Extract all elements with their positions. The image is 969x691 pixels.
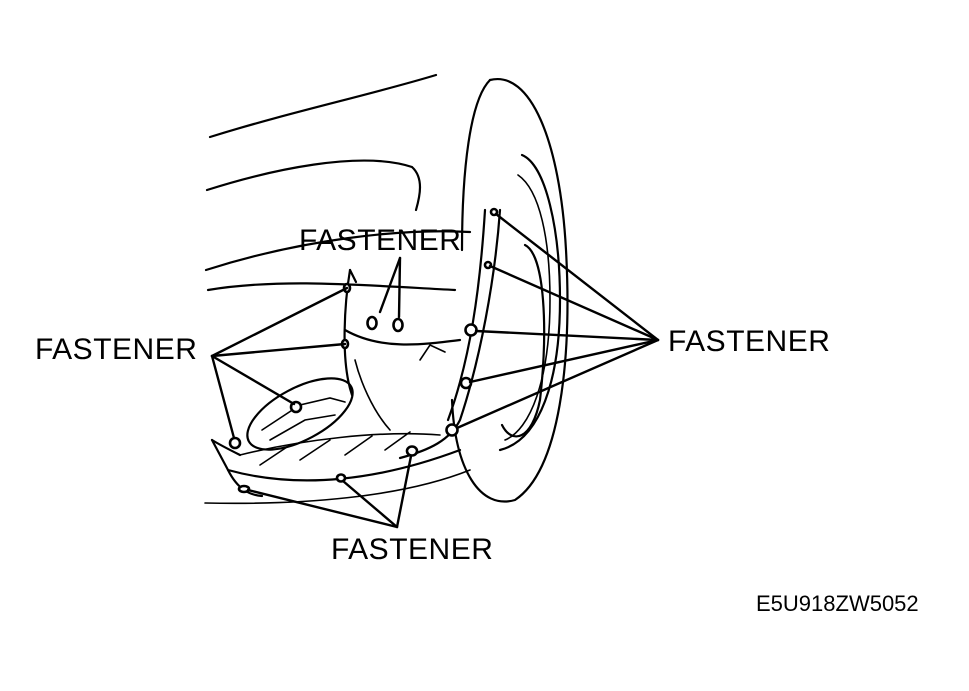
leader-line [210,286,349,358]
figure-code: E5U918ZW5052 [756,591,919,616]
leader-line [488,264,660,342]
leader-line [455,338,660,430]
fastener-label-bottom: FASTENER [331,533,494,566]
fastener-hole [228,436,242,450]
fastener-hole [392,317,404,333]
leader-line [468,338,660,384]
leader-line [474,329,660,342]
leader-lines [210,212,660,529]
leader-line [246,488,399,529]
leader-line [210,354,236,440]
leader-line [378,256,402,314]
fastener-hole [237,484,251,494]
tire [450,77,569,503]
fastener-hole [366,315,378,331]
leader-line [210,354,296,406]
fastener-hole [445,423,459,437]
leader-line [210,342,347,358]
leader-line [494,212,660,342]
fastener-hole [335,473,347,483]
fastener-hole [464,323,478,337]
leader-line [397,256,402,319]
fastener-hole [405,445,419,457]
fastener-label-right: FASTENER [668,325,831,358]
leader-line [341,479,399,529]
fastener-label-top: FASTENER [299,224,462,257]
leader-line [395,454,413,529]
body-outline [204,73,472,505]
fastener-label-left: FASTENER [35,333,198,366]
